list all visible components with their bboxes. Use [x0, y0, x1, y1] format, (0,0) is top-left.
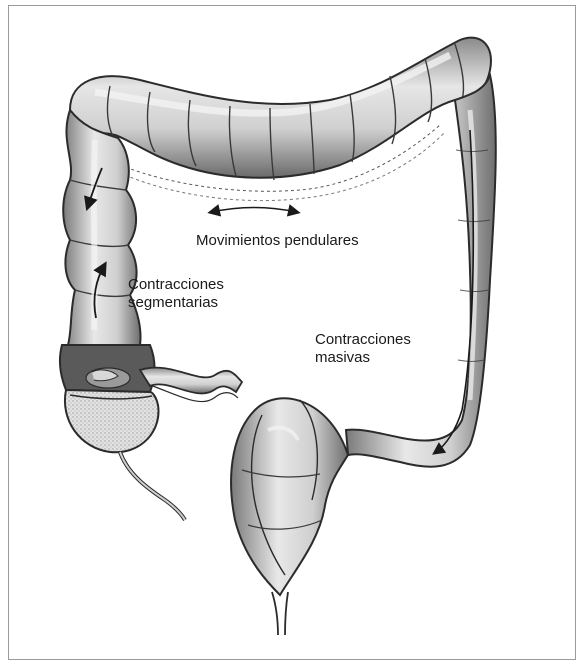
- transverse-colon: [70, 38, 491, 201]
- segmental-contractions-label-line1: Contracciones: [128, 276, 224, 294]
- sigmoid-colon: [231, 398, 348, 635]
- segmental-contractions-label-line2: segmentarias: [128, 294, 218, 312]
- pendular-movements-label: Movimientos pendulares: [196, 232, 359, 250]
- mass-contractions-label-line2: masivas: [315, 349, 370, 367]
- mass-contractions-label-line1: Contracciones: [315, 331, 411, 349]
- pendular-arrow: [212, 208, 296, 213]
